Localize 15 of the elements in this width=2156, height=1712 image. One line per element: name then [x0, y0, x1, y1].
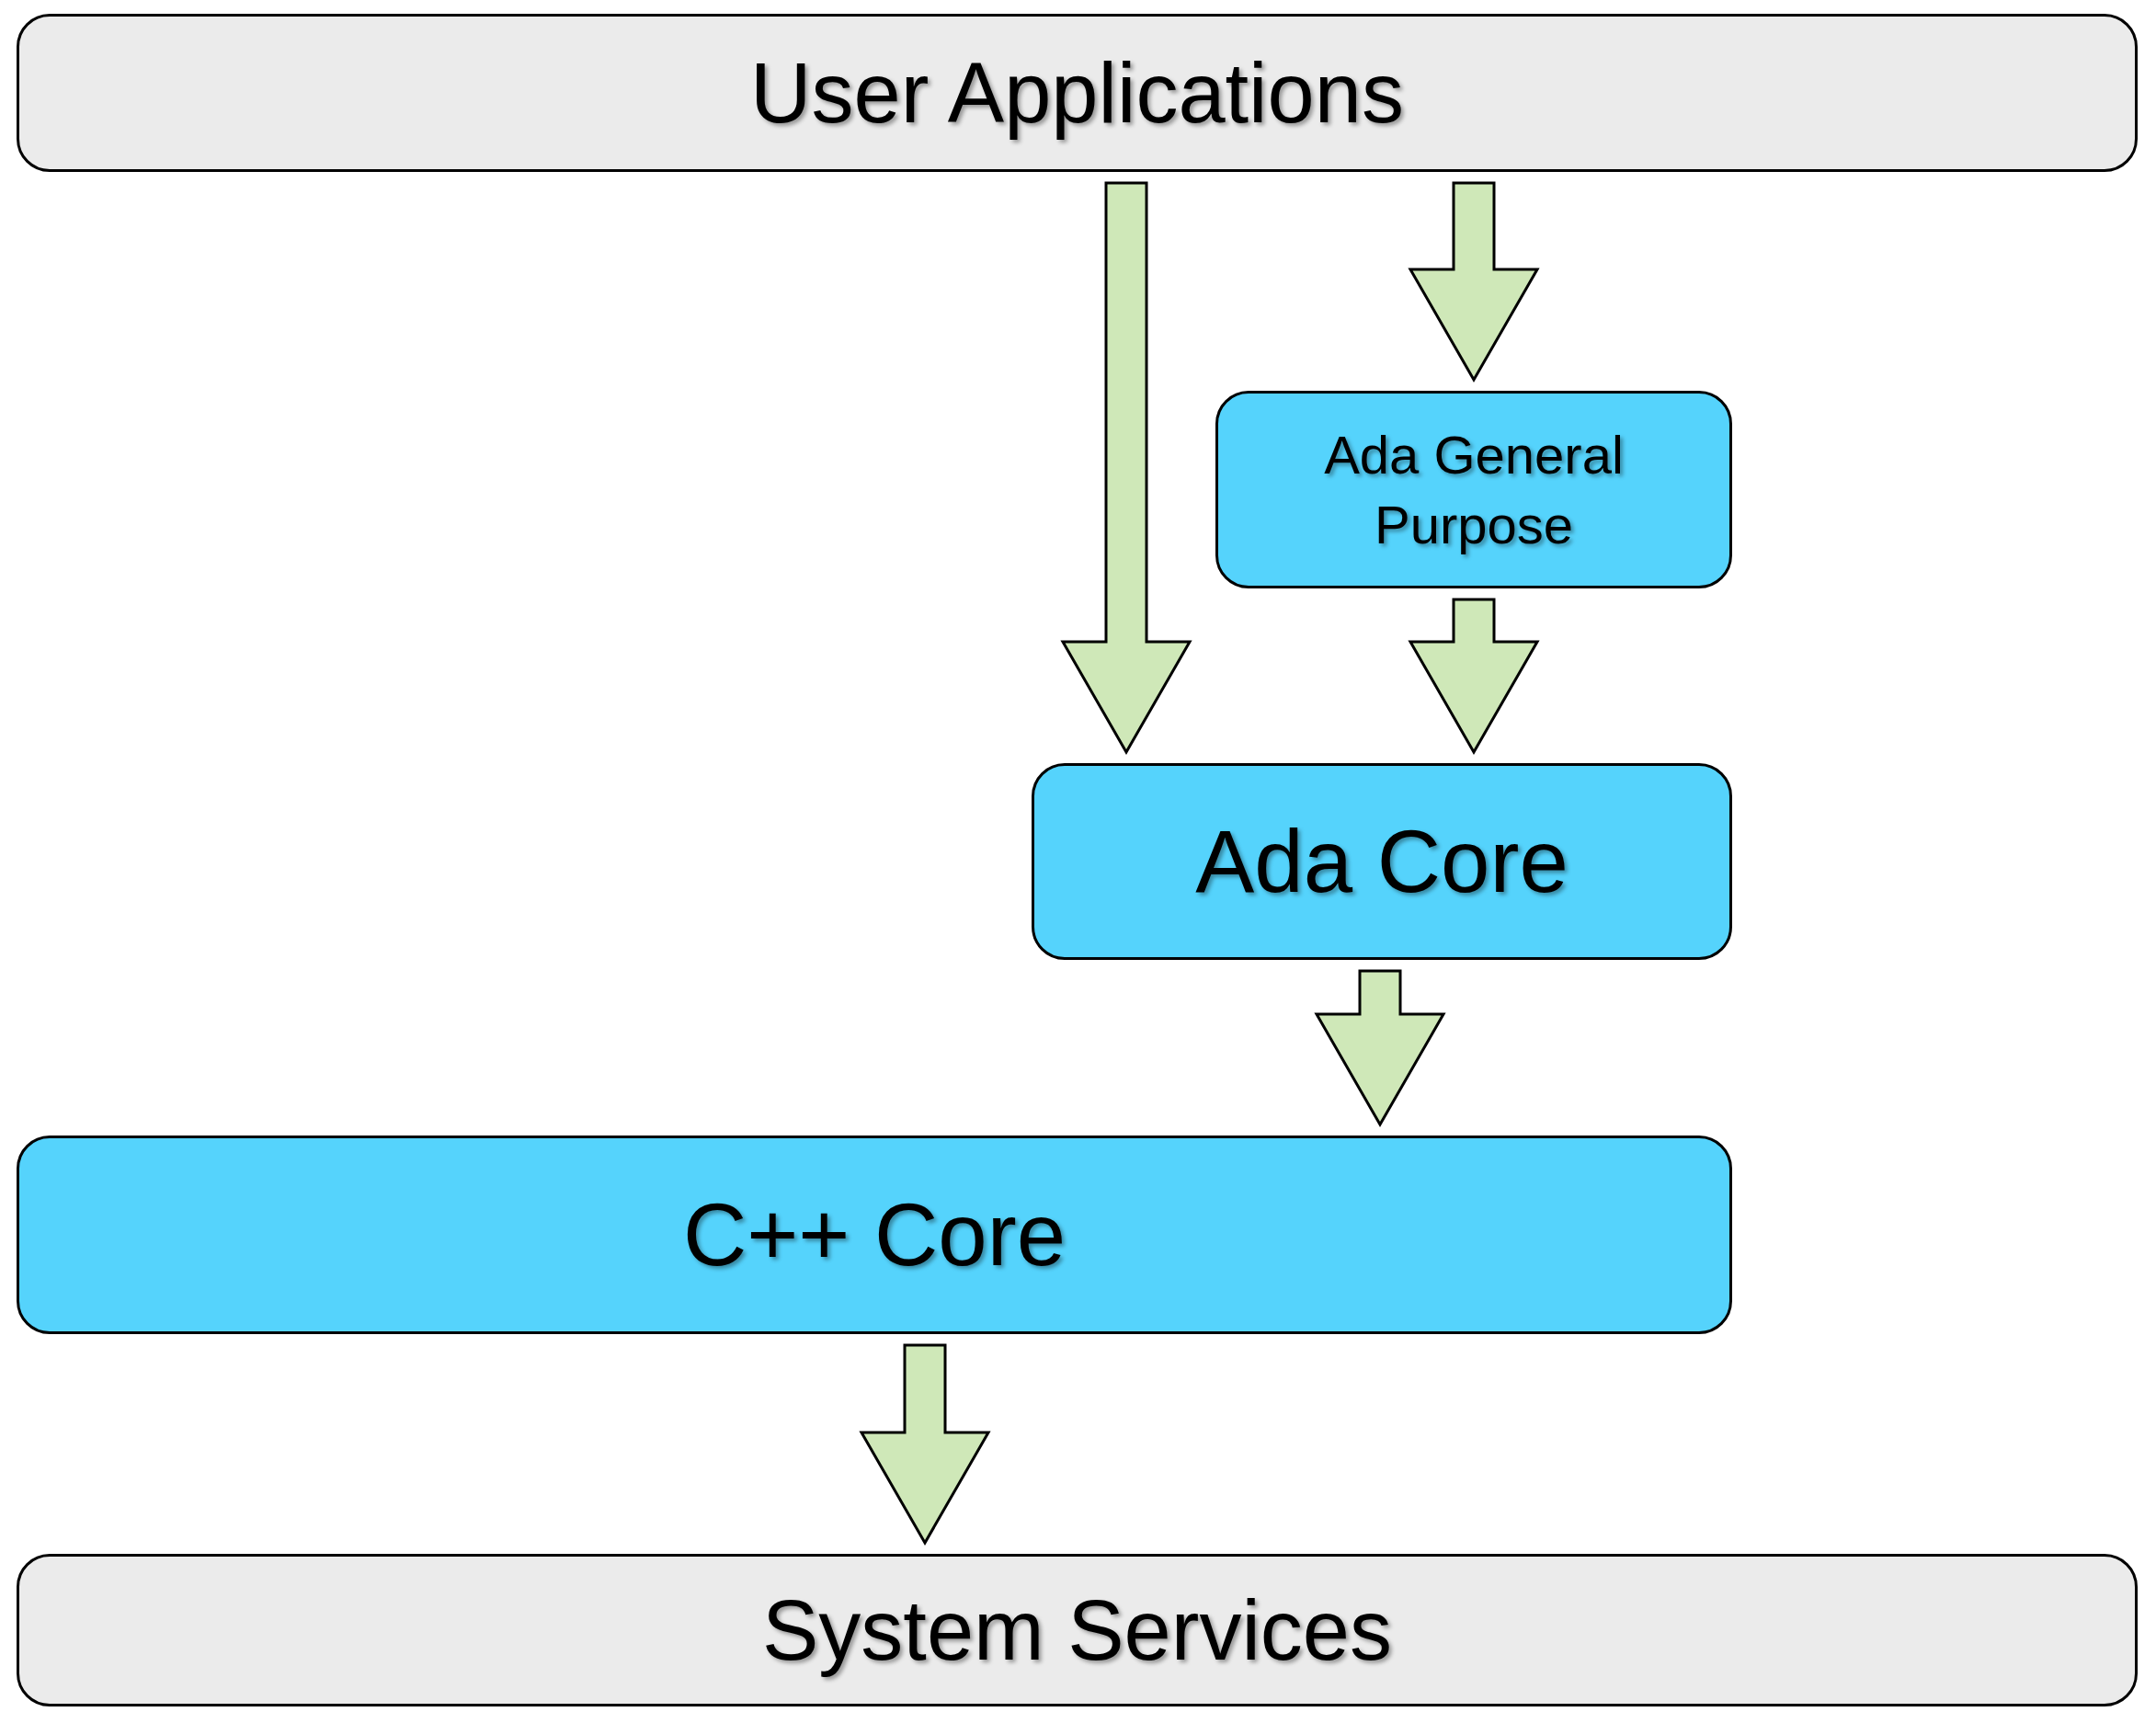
component-box — [17, 1136, 1732, 1334]
block-arrow — [1408, 181, 1540, 382]
box-label: System Services — [761, 1582, 1393, 1679]
box-label: Ada General Purpose — [1323, 424, 1625, 556]
block-arrow — [1060, 181, 1192, 755]
block-arrow — [1408, 598, 1540, 755]
box-label: Ada Core — [1195, 811, 1569, 912]
block-arrow — [1314, 969, 1446, 1127]
component-box — [1215, 391, 1732, 588]
layer-bar — [17, 1554, 2138, 1706]
layer-bar — [17, 14, 2138, 172]
component-box — [1032, 763, 1732, 960]
box-label: User Applications — [750, 45, 1404, 142]
block-arrow — [859, 1343, 991, 1546]
box-label: C++ Core — [682, 1184, 1067, 1285]
